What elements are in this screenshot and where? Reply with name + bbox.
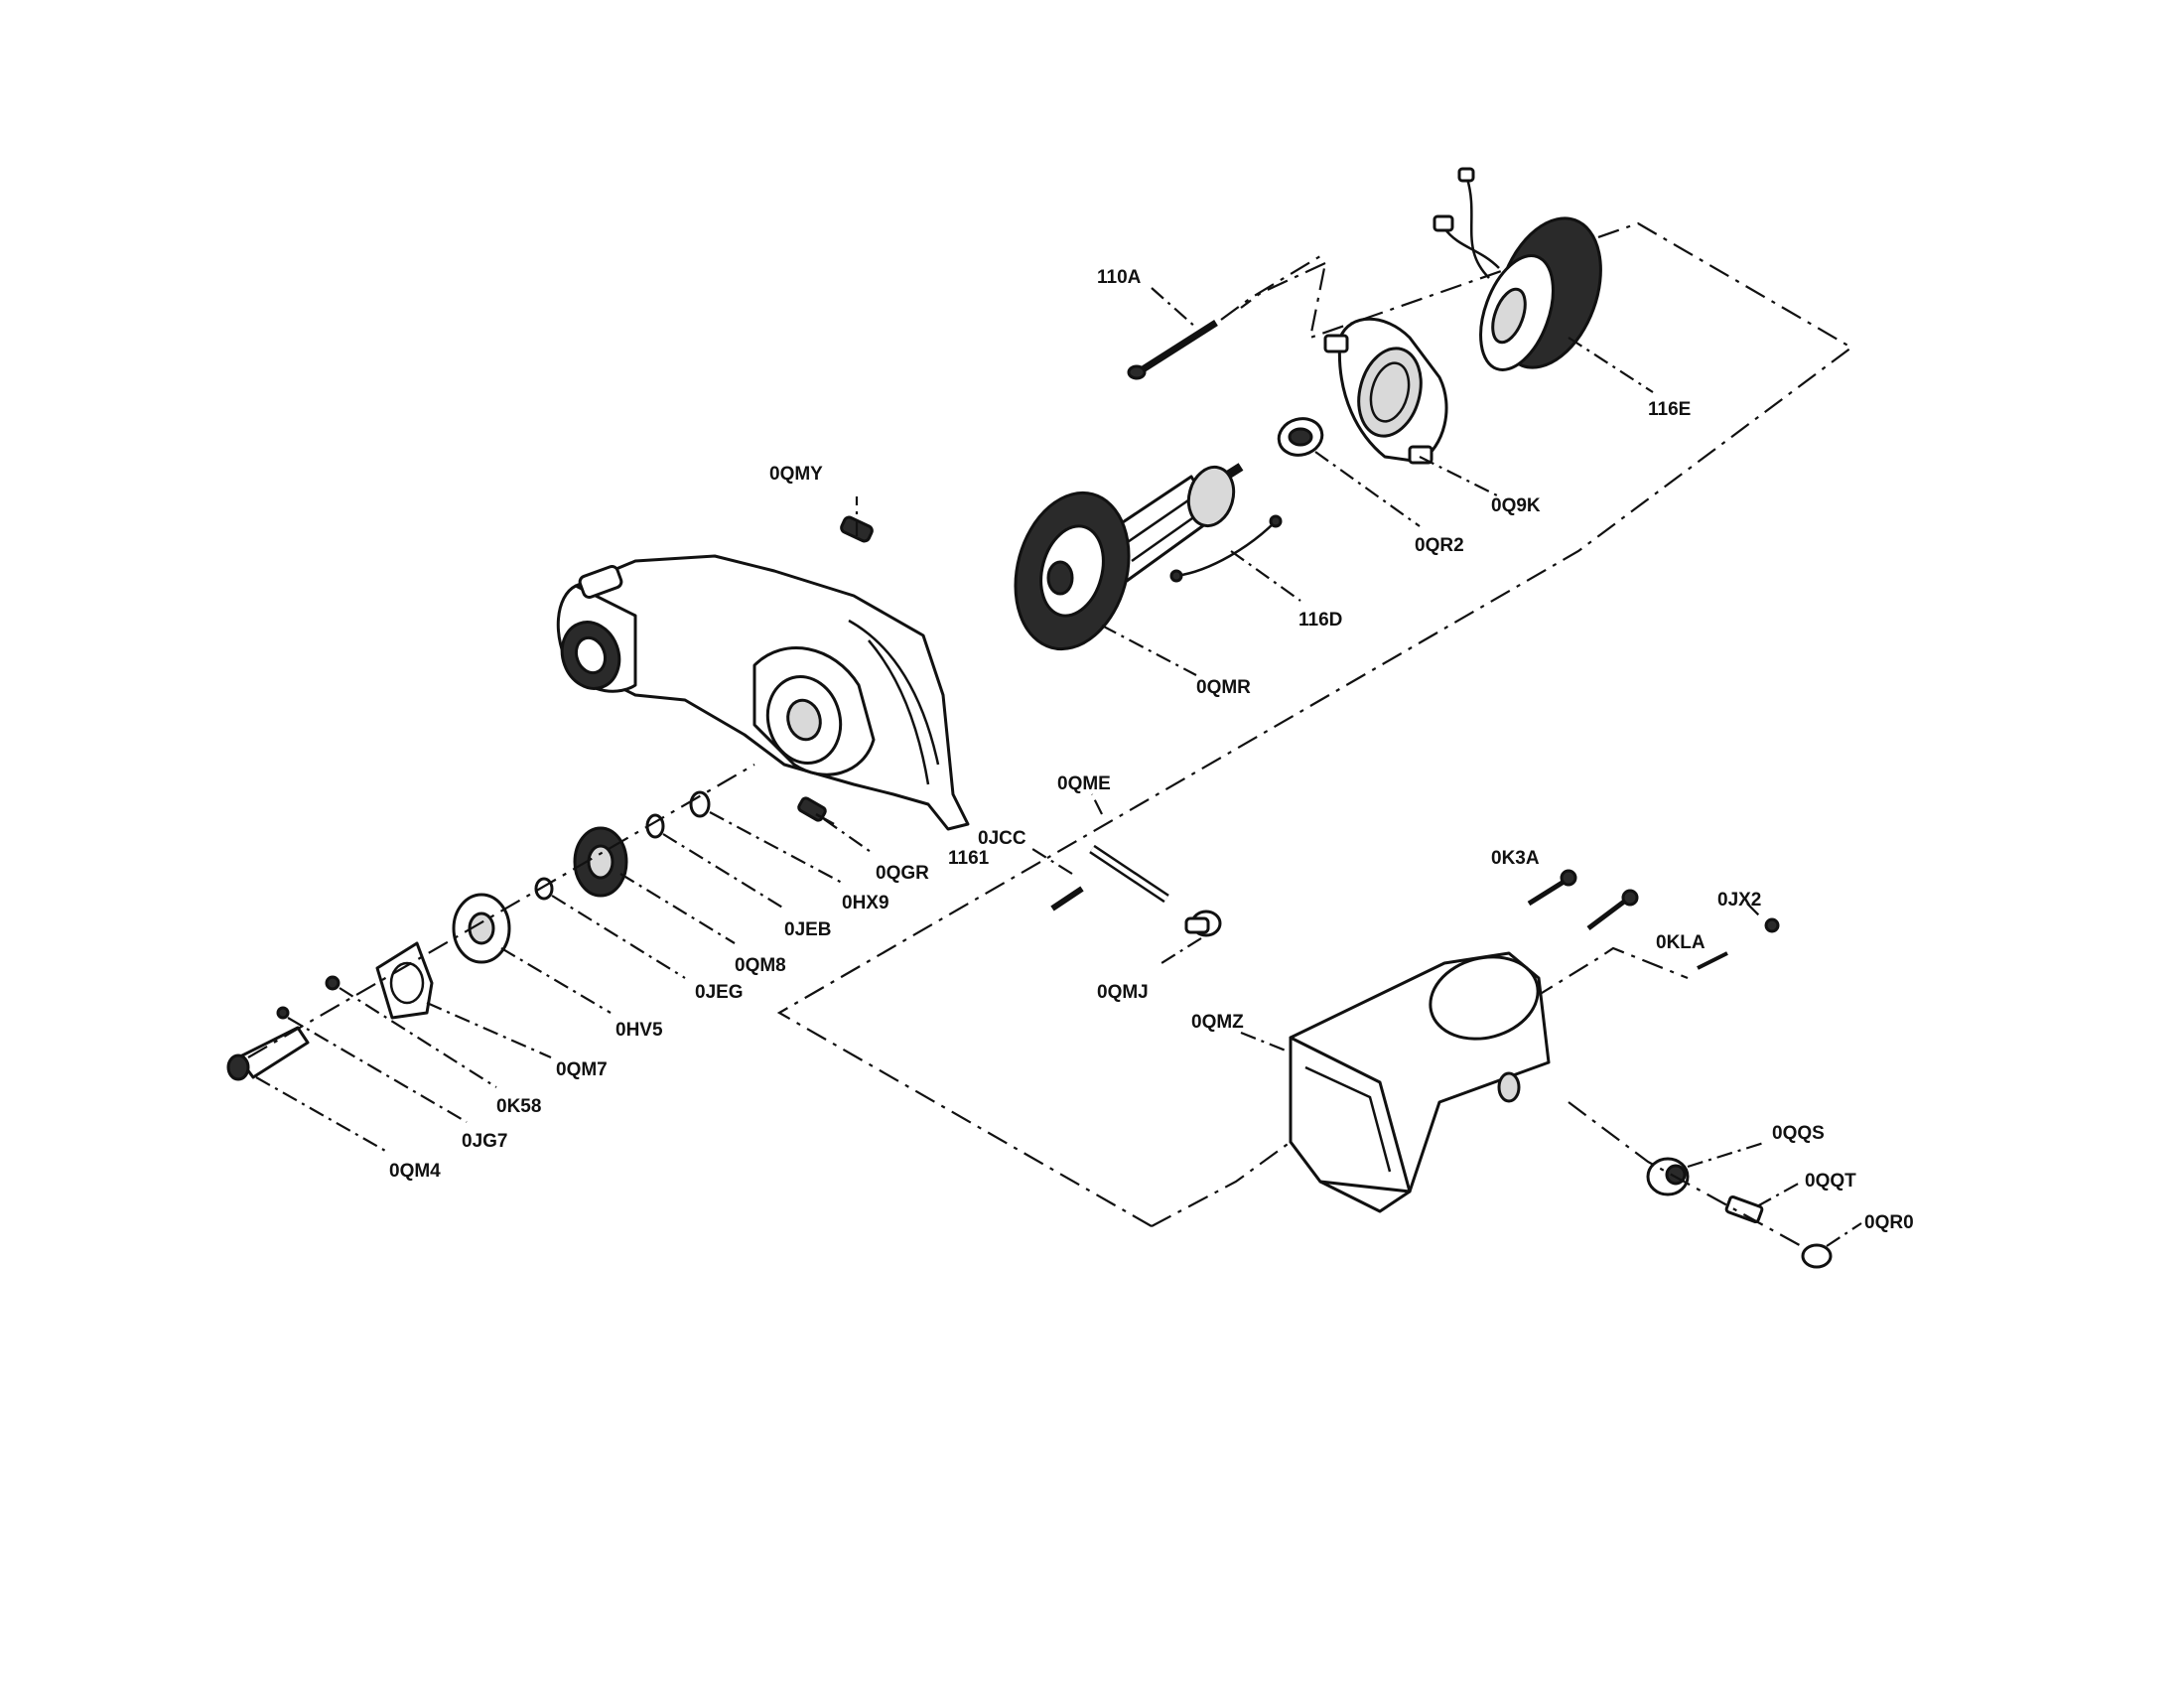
bearing-0qr2[interactable] (1275, 414, 1326, 460)
label-0hv5: 0HV5 (615, 1020, 663, 1041)
label-0jcc: 0JCC (978, 828, 1026, 849)
field-coil-116e[interactable] (1433, 167, 1620, 382)
label-0qm7: 0QM7 (556, 1059, 608, 1080)
assembly-boundary-lines (776, 221, 1853, 1227)
part-labels: 110A 116E 0Q9K 0QR2 116D 0QMY 0QMR 0QGR … (389, 267, 1914, 1233)
label-0qqs: 0QQS (1772, 1123, 1825, 1144)
label-0qmr: 0QMR (1196, 677, 1251, 698)
label-0qqt: 0QQT (1805, 1171, 1856, 1192)
label-0kla: 0KLA (1656, 932, 1706, 953)
plug-0qmj[interactable] (1184, 910, 1222, 937)
screw-0k3a[interactable] (1527, 869, 1577, 907)
connector-0qqt[interactable] (1724, 1195, 1764, 1223)
pin-0jg7[interactable] (276, 1006, 290, 1020)
part-0qgr[interactable] (797, 796, 835, 826)
label-0qgr: 0QGR (876, 863, 929, 884)
bearing-0hv5[interactable] (452, 893, 511, 964)
label-0hx9: 0HX9 (842, 893, 889, 913)
motor-housing-0qmz[interactable] (1289, 945, 1551, 1213)
label-0k3a: 0K3A (1491, 848, 1540, 869)
label-0qm8: 0QM8 (735, 955, 786, 976)
label-0k58: 0K58 (496, 1096, 541, 1117)
gear-housing[interactable] (553, 554, 970, 831)
label-0jeg: 0JEG (695, 982, 744, 1003)
label-0qr2: 0QR2 (1415, 535, 1464, 556)
brush-holder-0q9k[interactable] (1323, 317, 1448, 465)
label-0qme: 0QME (1057, 773, 1111, 794)
spindle-0qm4[interactable] (226, 1026, 310, 1081)
label-0qr0: 0QR0 (1864, 1212, 1914, 1233)
label-110a: 110A (1097, 267, 1142, 288)
switch-axis (1568, 1101, 1808, 1250)
screw-0jx2[interactable] (1764, 917, 1780, 933)
gear-0qm8[interactable] (573, 826, 628, 898)
label-0qm4: 0QM4 (389, 1161, 441, 1182)
wire-116d[interactable] (1169, 514, 1283, 583)
label-0qmj: 0QMJ (1097, 982, 1149, 1003)
label-116d: 116D (1298, 610, 1342, 631)
armature-0qmr[interactable] (999, 462, 1244, 661)
label-0jeb: 0JEB (784, 919, 832, 940)
label-0jg7: 0JG7 (462, 1131, 507, 1152)
screw-0kla[interactable] (1697, 951, 1728, 970)
left-stack-axis (247, 764, 755, 1058)
switch-0qqs[interactable] (1646, 1157, 1690, 1196)
label-0q9k: 0Q9K (1491, 495, 1541, 516)
plate-0qm7[interactable] (375, 941, 434, 1020)
label-0qmz: 0QMZ (1191, 1012, 1244, 1033)
screw-unlabeled[interactable] (1586, 889, 1639, 930)
label-116e: 116E (1648, 399, 1691, 420)
label-0qmy: 0QMY (769, 464, 823, 485)
label-0jx2: 0JX2 (1717, 890, 1761, 911)
label-1161: 1161 (948, 848, 990, 869)
pin-0jcc[interactable] (1050, 886, 1084, 912)
shaft-0qme[interactable] (1089, 844, 1169, 904)
leader-lines (255, 287, 1862, 1247)
cap-0qr0[interactable] (1801, 1243, 1833, 1269)
screw-110a[interactable] (1127, 255, 1321, 380)
screw-0k58[interactable] (325, 975, 341, 991)
